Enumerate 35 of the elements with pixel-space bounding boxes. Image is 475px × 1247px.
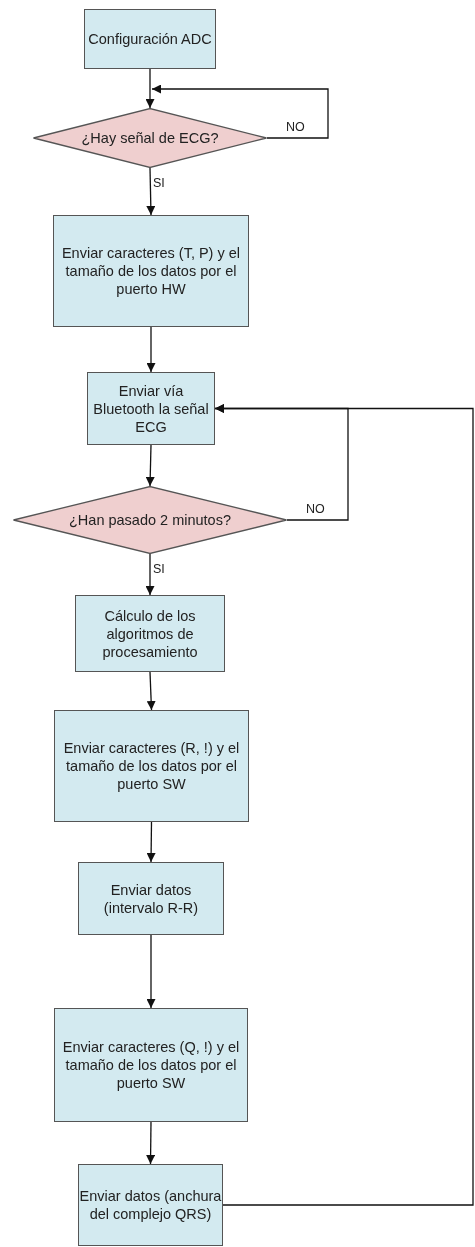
arrow — [145, 68, 155, 109]
decision-diamond — [13, 486, 287, 554]
process-text: Enviar datos (anchura del complejo QRS) — [79, 1187, 222, 1223]
arrow — [214, 404, 474, 1206]
arrow — [146, 934, 156, 1009]
decision-text: ¿Han pasado 2 minutos? — [69, 511, 231, 529]
process-box — [84, 9, 216, 69]
decision-diamond — [33, 108, 267, 168]
arrow — [146, 1121, 156, 1165]
arrow — [146, 671, 156, 711]
process-box — [54, 1008, 248, 1122]
edge-label: NO — [305, 502, 326, 516]
process-text: Configuración ADC — [88, 30, 212, 48]
decision-text: ¿Hay señal de ECG? — [81, 129, 219, 147]
arrow — [146, 326, 156, 373]
process-box — [87, 372, 215, 445]
process-text: Enviar caracteres (R, !) y el tamaño de los datos por el puerto SW — [62, 739, 241, 793]
edge-label: SI — [152, 176, 166, 190]
arrow — [146, 821, 156, 863]
arrow — [145, 553, 155, 596]
process-text: Enviar caracteres (T, P) y el tamaño de los datos por el puerto HW — [60, 244, 242, 298]
process-text: Cálculo de los algoritmos de procesamiento — [101, 606, 199, 661]
arrow — [146, 167, 156, 216]
process-box — [78, 862, 224, 935]
process-text: Enviar caracteres (Q, !) y el tamaño de los datos por el puerto SW — [61, 1038, 241, 1092]
process-text: Enviar vía Bluetooth la señal ECG — [92, 381, 210, 436]
arrow — [145, 444, 155, 487]
arrow — [151, 84, 329, 139]
process-box — [78, 1164, 223, 1246]
process-box — [54, 710, 249, 822]
process-box — [53, 215, 249, 327]
process-text: Enviar datos (intervalo R-R) — [102, 880, 200, 917]
edge-label: NO — [285, 120, 306, 134]
edge-label: SI — [152, 562, 166, 576]
process-box — [75, 595, 225, 672]
